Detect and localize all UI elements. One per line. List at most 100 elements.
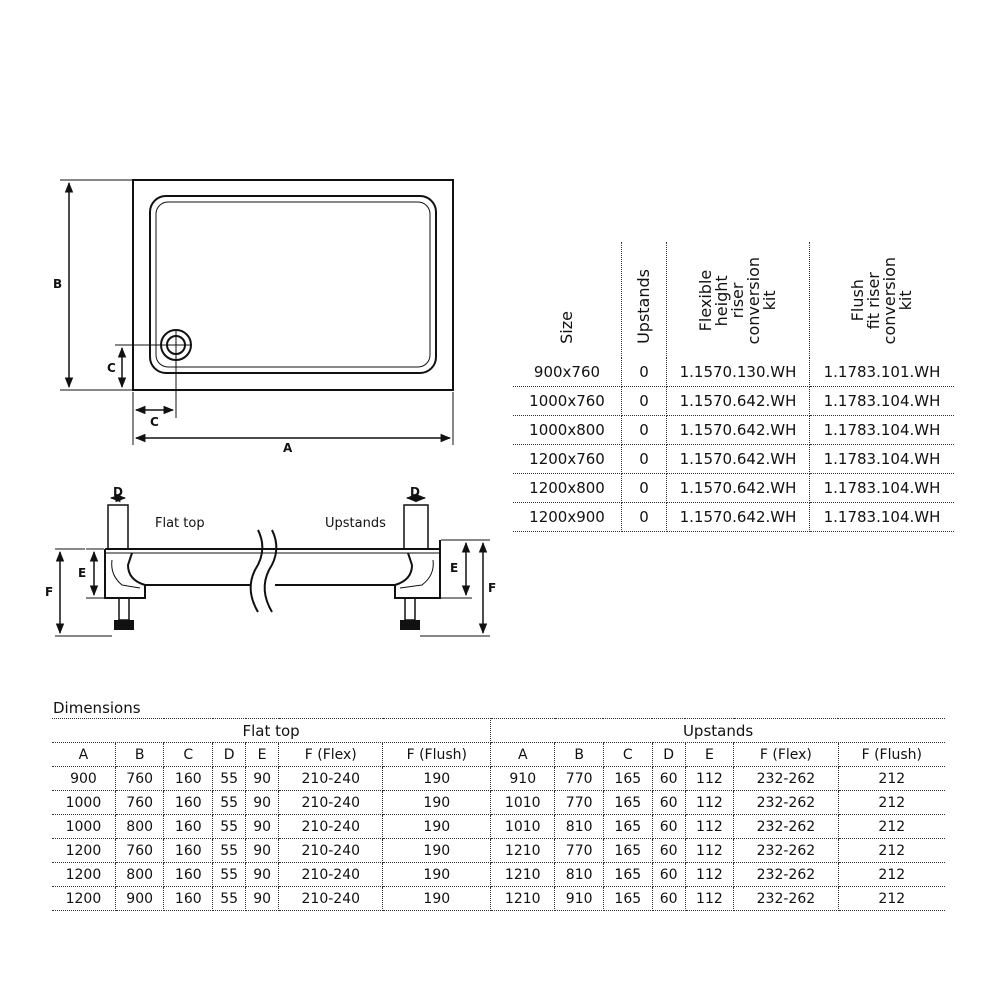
dimensions-cell: 60 [652,814,686,839]
label-d-right: D [410,485,420,499]
kit-table: Size Upstands Flexible height riser conv… [513,242,954,532]
dimensions-cell: 165 [603,790,653,815]
dimensions-cell: 190 [382,886,492,911]
dimensions-cell: 55 [212,814,247,839]
dimensions-group-row: Flat top Upstands [52,718,945,743]
dimensions-column-header: B [554,742,604,767]
dimensions-cell: 55 [212,886,247,911]
dimensions-cell: 212 [838,814,945,839]
dimensions-column-header: B [115,742,165,767]
dimensions-cell: 90 [245,814,280,839]
dimensions-cell: 60 [652,790,686,815]
dimensions-cell: 800 [115,814,165,839]
dimensions-cell: 90 [245,790,280,815]
dimensions-cell: 800 [115,862,165,887]
dimensions-cell: 760 [115,766,165,791]
dimensions-column-header: F (Flush) [382,742,492,767]
dimensions-cell: 160 [163,790,214,815]
dimensions-cell: 212 [838,790,945,815]
dimensions-cell: 165 [603,814,653,839]
dimensions-cell: 810 [554,814,604,839]
dimensions-column-header: D [212,742,247,767]
kit-cell-flush: 1.1783.104.WH [809,415,954,445]
caption-upstands: Upstands [325,516,386,531]
label-c-horizontal: C [150,415,159,429]
label-b: B [53,277,62,291]
kit-cell-upstands: 0 [621,415,667,445]
kit-header-upstands: Upstands [621,242,667,358]
label-d-left: D [113,485,123,499]
kit-cell-flush: 1.1783.104.WH [809,502,954,532]
dimensions-cell: 190 [382,862,492,887]
dimensions-cell: 60 [652,838,686,863]
dimensions-column-header: F (Flex) [278,742,384,767]
dimensions-column-header: C [163,742,214,767]
kit-cell-size: 1200x800 [513,473,622,503]
dimensions-cell: 1200 [52,886,116,911]
dimensions-cell: 232-262 [733,862,839,887]
section-view: D D E F E F Flat top Upstands [45,485,496,637]
dimensions-cell: 232-262 [733,838,839,863]
dimensions-cell: 55 [212,766,247,791]
technical-drawing: B C C A [45,179,496,637]
dimensions-cell: 210-240 [278,766,384,791]
dimensions-cell: 160 [163,838,214,863]
dimensions-column-header: F (Flush) [838,742,945,767]
kit-header-size: Size [513,242,622,358]
label-f-right: F [488,581,496,595]
dimensions-cell: 112 [685,790,735,815]
dimensions-column-header: C [603,742,653,767]
dimensions-cell: 212 [838,838,945,863]
dimensions-cell: 210-240 [278,814,384,839]
kit-cell-size: 1200x760 [513,444,622,474]
dimensions-cell: 55 [212,862,247,887]
dimensions-cell: 190 [382,790,492,815]
dimensions-cell: 160 [163,886,214,911]
dimensions-cell: 1000 [52,790,116,815]
dimensions-cell: 90 [245,766,280,791]
dimensions-cell: 190 [382,766,492,791]
kit-cell-flush: 1.1783.104.WH [809,473,954,503]
dimensions-cell: 1210 [490,862,556,887]
dimensions-cell: 210-240 [278,838,384,863]
kit-cell-upstands: 0 [621,386,667,416]
dimensions-cell: 212 [838,886,945,911]
kit-header-flush: Flush fit riser conversion kit [848,256,915,344]
dimensions-cell: 210-240 [278,790,384,815]
dimensions-column-header: E [245,742,280,767]
kit-cell-flush: 1.1783.101.WH [809,358,954,387]
dimensions-cell: 760 [115,838,165,863]
dimensions-cell: 160 [163,766,214,791]
dimensions-cell: 60 [652,862,686,887]
dimensions-cell: 212 [838,766,945,791]
dimensions-cell: 770 [554,790,604,815]
dimensions-cell: 190 [382,814,492,839]
kit-cell-flexible: 1.1570.642.WH [666,415,810,445]
kit-header-flexible: Flexible height riser conversion kit [666,242,810,358]
group-flat-top: Flat top [52,718,492,743]
dimensions-column-header: E [685,742,735,767]
dimensions-cell: 1210 [490,886,556,911]
dimensions-cell: 165 [603,838,653,863]
dimensions-cell: 55 [212,790,247,815]
dimensions-cell: 810 [554,862,604,887]
kit-cell-flexible: 1.1570.642.WH [666,444,810,474]
dimensions-cell: 90 [245,886,280,911]
label-e-left: E [78,566,86,580]
kit-cell-size: 1000x760 [513,386,622,416]
dimensions-cell: 210-240 [278,886,384,911]
dimensions-cell: 232-262 [733,886,839,911]
